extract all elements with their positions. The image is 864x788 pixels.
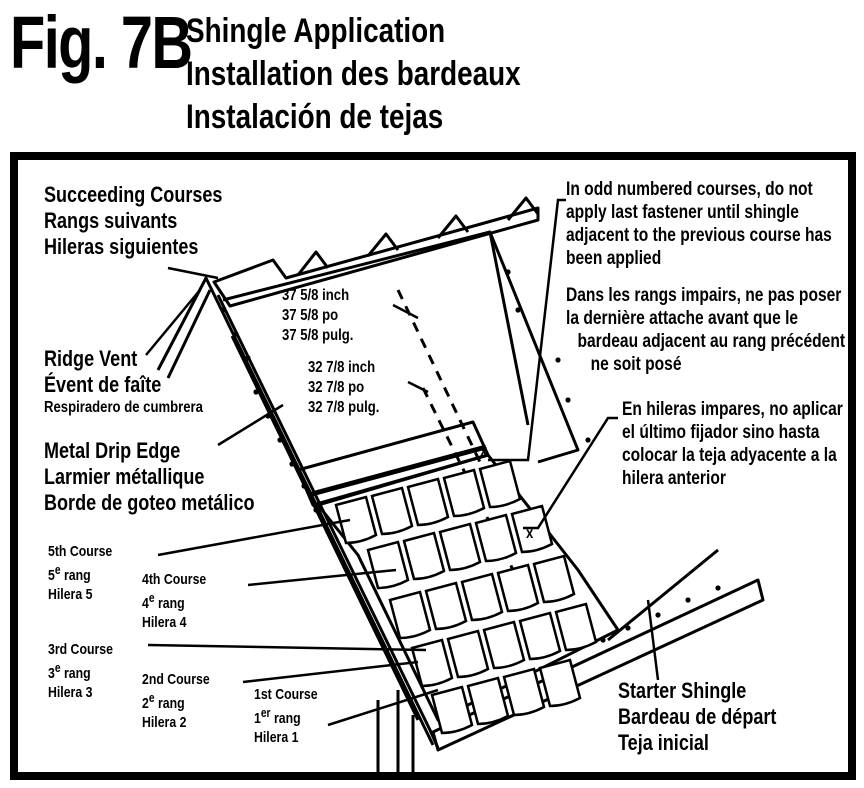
- note-odd-courses-spanish: En hileras impares, no aplicar el último…: [622, 399, 843, 489]
- title-french: Installation des bardeaux: [186, 55, 521, 93]
- label-metal-drip-edge: Metal Drip Edge Larmier métallique Borde…: [44, 438, 255, 515]
- shingle-tab-r4-3: [482, 620, 526, 670]
- shingle-tab-r2-1: [366, 540, 410, 590]
- shingle-tabs: [334, 459, 598, 735]
- fastener-dot-7: [325, 529, 331, 535]
- title-spanish: Instalación de tejas: [186, 98, 444, 136]
- fastener-dot-18: [655, 612, 661, 618]
- fastener-dot-5: [301, 483, 307, 489]
- dimension-dash-long: [396, 289, 500, 501]
- fastener-dots: [220, 269, 721, 643]
- fastener-dot-3: [277, 437, 283, 443]
- label-course-5: 5th Course 5e rang Hilera 5: [48, 543, 113, 603]
- fastener-mark-upper: x: [480, 443, 488, 460]
- shingle-tab-r1-1: [334, 495, 378, 545]
- leader-drip-edge: [217, 403, 284, 447]
- fastener-dot-11: [505, 269, 511, 275]
- fastener-dot-17: [625, 625, 631, 631]
- succeeding-shingle-sheet: [222, 230, 580, 464]
- fastener-dot-16: [600, 637, 606, 643]
- label-dimension-32: 32 7/8 inch 32 7/8 po 32 7/8 pulg.: [308, 359, 380, 416]
- leader-note-odd-lower: [523, 416, 618, 530]
- ridge-vent-bump-2: [366, 232, 400, 257]
- drip-edge-inner: [230, 335, 420, 721]
- shingle-tab-r3-5: [532, 554, 576, 604]
- fastener-dot-12: [515, 307, 521, 313]
- roof-illustration: [145, 196, 765, 772]
- shingle-tab-r4-1: [410, 638, 454, 688]
- shingle-sheet-edge: [488, 231, 530, 426]
- shingle-tab-r1-4: [442, 468, 486, 518]
- shingle-tab-r5-1: [430, 685, 474, 735]
- leader-dim-long: [392, 303, 419, 320]
- shingle-tab-r2-4: [474, 513, 518, 563]
- label-course-1: 1st Course 1er rang Hilera 1: [254, 686, 318, 746]
- diagram-frame: Succeeding Courses Rangs suivants Hilera…: [10, 152, 856, 780]
- shingle-tab-r5-3: [502, 667, 546, 717]
- shingle-tab-r5-2: [466, 676, 510, 726]
- fastener-dot-9: [233, 331, 239, 337]
- fastener-dot-13: [555, 357, 561, 363]
- fastener-dot-8: [220, 307, 226, 313]
- fastener-mark-lower: x: [526, 525, 534, 542]
- shingle-tab-r1-3: [406, 477, 450, 527]
- leader-course5: [157, 518, 351, 557]
- shingle-tab-r3-3: [460, 572, 504, 622]
- leader-ridge-vent: [145, 289, 201, 356]
- ridge-vent-bump-4: [506, 196, 540, 221]
- leader-starter: [646, 599, 660, 681]
- note-odd-courses-french: Dans les rangs impairs, ne pas poser la …: [566, 285, 846, 375]
- shingle-tab-r4-4: [518, 611, 562, 661]
- fastener-dot-6: [313, 507, 319, 513]
- eave-line: [607, 548, 719, 642]
- shingle-tab-r2-2: [402, 531, 446, 581]
- note-odd-courses-english: In odd numbered courses, do not apply la…: [566, 179, 832, 269]
- starter-strip: [431, 578, 765, 752]
- shingle-tab-r2-3: [438, 522, 482, 572]
- fastener-dot-19: [685, 597, 691, 603]
- leader-course3: [147, 643, 427, 652]
- leader-course2: [242, 660, 419, 684]
- label-course-3: 3rd Course 3e rang Hilera 3: [48, 641, 113, 701]
- fastener-dot-15: [585, 437, 591, 443]
- ridge-vent-bump-3: [436, 214, 470, 239]
- label-ridge-vent: Ridge Vent Évent de faîte Respiradero de…: [44, 346, 203, 416]
- fastener-dot-4: [289, 461, 295, 467]
- shingle-tab-r3-4: [496, 563, 540, 613]
- label-dimension-37: 37 5/8 inch 37 5/8 po 37 5/8 pulg.: [282, 287, 354, 344]
- shingle-tab-r1-2: [370, 486, 414, 536]
- figure-number: Fig. 7B: [10, 1, 193, 84]
- leader-course1: [327, 688, 439, 727]
- figure-title: Shingle Application Installation des bar…: [186, 10, 521, 139]
- shingle-tab-r3-2: [424, 581, 468, 631]
- shingle-tab-r1-5: [478, 459, 522, 509]
- leader-dim-short: [407, 380, 429, 394]
- shingle-tab-r4-5: [554, 602, 598, 652]
- gable-edge: [156, 276, 435, 746]
- ridge-vent-bump-1: [296, 250, 330, 276]
- label-course-4: 4th Course 4e rang Hilera 4: [142, 571, 207, 631]
- leader-succeeding: [167, 266, 219, 280]
- shingle-tab-r5-4: [538, 658, 582, 708]
- fastener-dot-2: [265, 413, 271, 419]
- leader-course4: [247, 568, 397, 587]
- label-starter-shingle: Starter Shingle Bardeau de départ Teja i…: [618, 678, 777, 755]
- shingle-tab-r3-1: [388, 590, 432, 640]
- label-succeeding-courses: Succeeding Courses Rangs suivants Hilera…: [44, 182, 223, 259]
- shingle-tab-r4-2: [446, 629, 490, 679]
- fastener-dot-10: [245, 355, 251, 361]
- leader-note-odd: [488, 198, 566, 462]
- fastener-dot-14: [565, 397, 571, 403]
- title-english: Shingle Application: [186, 12, 446, 50]
- fastener-dot-20: [715, 585, 721, 591]
- rake-board-left: [166, 289, 212, 379]
- label-course-2: 2nd Course 2e rang Hilera 2: [142, 671, 210, 731]
- fastener-dot-1: [253, 389, 259, 395]
